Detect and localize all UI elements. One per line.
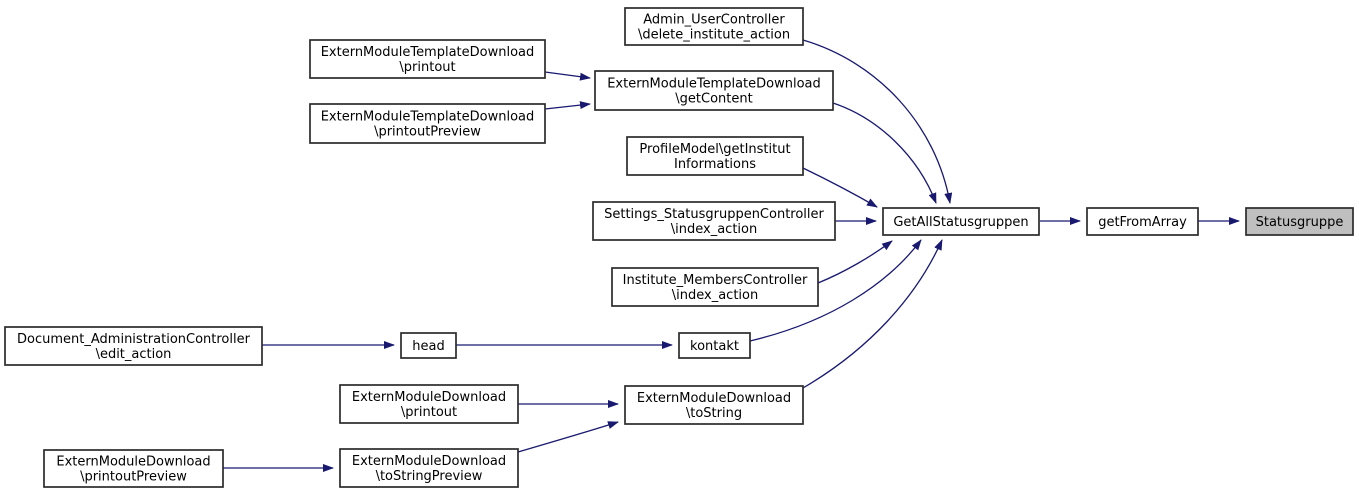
node-label-kontakt-line0: kontakt xyxy=(690,339,739,354)
node-label-extern-module-download-tostringpreview-line1: \toStringPreview xyxy=(376,469,483,484)
node-admin-user-delete-institute-action[interactable]: Admin_UserController\delete_institute_ac… xyxy=(624,7,804,46)
node-label-extern-module-template-download-printoutpreview-line0: ExternModuleTemplateDownload xyxy=(321,110,535,125)
node-label-extern-module-template-download-printout-line0: ExternModuleTemplateDownload xyxy=(321,45,535,60)
node-box-kontakt[interactable] xyxy=(678,332,751,359)
node-label-document-administration-edit-action-line1: \edit_action xyxy=(96,347,172,362)
node-box-getfromarray[interactable] xyxy=(1086,207,1199,236)
node-label-extern-module-download-tostring-line0: ExternModuleDownload xyxy=(637,391,791,406)
node-label-document-administration-edit-action-line0: Document_AdministrationController xyxy=(17,332,251,347)
edge-extern-module-download-tostring--to--getallstatusgruppen xyxy=(802,239,943,389)
node-box-institute-members-index-action[interactable] xyxy=(611,267,819,307)
edge-extern-module-template-download-getcontent--to--getallstatusgruppen xyxy=(832,102,937,204)
node-label-profilemodel-getinstitut-informations-line1: Informations xyxy=(674,157,756,172)
node-settings-statusgruppen-index-action[interactable]: Settings_StatusgruppenController\index_a… xyxy=(592,201,836,241)
node-label-head-line0: head xyxy=(412,339,444,354)
node-box-document-administration-edit-action[interactable] xyxy=(4,326,263,366)
node-label-extern-module-download-printoutpreview-line1: \printoutPreview xyxy=(80,470,187,485)
node-label-extern-module-template-download-getcontent-line0: ExternModuleTemplateDownload xyxy=(607,77,821,92)
node-label-extern-module-download-tostring-line1: \toString xyxy=(686,406,742,421)
node-box-extern-module-template-download-printoutpreview[interactable] xyxy=(309,103,546,144)
node-label-getallstatusgruppen-line0: GetAllStatusgruppen xyxy=(893,215,1028,230)
edge-extern-module-template-download-printoutpreview--to--extern-module-template-download-getcontent xyxy=(544,101,591,110)
node-extern-module-download-tostring[interactable]: ExternModuleDownload\toString xyxy=(624,385,804,425)
node-institute-members-index-action[interactable]: Institute_MembersController\index_action xyxy=(611,267,819,307)
node-label-extern-module-download-tostringpreview-line0: ExternModuleDownload xyxy=(352,454,506,469)
node-label-settings-statusgruppen-index-action-line0: Settings_StatusgruppenController xyxy=(604,207,824,222)
node-label-admin-user-delete-institute-action-line0: Admin_UserController xyxy=(643,13,785,28)
node-box-admin-user-delete-institute-action[interactable] xyxy=(624,7,804,46)
node-label-institute-members-index-action-line0: Institute_MembersController xyxy=(623,273,808,288)
node-box-extern-module-download-printoutpreview[interactable] xyxy=(43,449,224,488)
edge-kontakt--to--getallstatusgruppen xyxy=(749,239,922,342)
node-label-extern-module-download-printout-line1: \printout xyxy=(401,405,457,420)
node-label-institute-members-index-action-line1: \index_action xyxy=(672,288,758,303)
node-label-extern-module-download-printout-line0: ExternModuleDownload xyxy=(352,390,506,405)
node-getfromarray[interactable]: getFromArray xyxy=(1086,207,1199,236)
node-label-profilemodel-getinstitut-informations-line0: ProfileModel\getInstitut xyxy=(639,142,790,157)
node-kontakt[interactable]: kontakt xyxy=(678,332,751,359)
node-extern-module-template-download-printoutpreview[interactable]: ExternModuleTemplateDownload\printoutPre… xyxy=(309,103,546,144)
node-box-profilemodel-getinstitut-informations[interactable] xyxy=(626,136,804,176)
node-box-statusgruppe[interactable] xyxy=(1245,207,1354,236)
node-label-extern-module-template-download-getcontent-line1: \getContent xyxy=(675,92,752,107)
edge-profilemodel-getinstitut-informations--to--getallstatusgruppen xyxy=(802,167,878,208)
node-label-extern-module-template-download-printout-line1: \printout xyxy=(399,60,455,75)
node-box-extern-module-download-tostring[interactable] xyxy=(624,385,804,425)
node-box-getallstatusgruppen[interactable] xyxy=(882,207,1040,236)
node-extern-module-download-printout[interactable]: ExternModuleDownload\printout xyxy=(339,384,519,424)
nodes-layer: Admin_UserController\delete_institute_ac… xyxy=(4,7,1354,488)
node-box-extern-module-template-download-printout[interactable] xyxy=(309,39,546,79)
edge-admin-user-delete-institute-action--to--getallstatusgruppen xyxy=(802,39,953,204)
node-label-admin-user-delete-institute-action-line1: \delete_institute_action xyxy=(638,28,790,43)
edge-institute-members-index-action--to--getallstatusgruppen xyxy=(817,240,893,284)
node-extern-module-template-download-printout[interactable]: ExternModuleTemplateDownload\printout xyxy=(309,39,546,79)
node-box-settings-statusgruppen-index-action[interactable] xyxy=(592,201,836,241)
node-label-settings-statusgruppen-index-action-line1: \index_action xyxy=(671,222,757,237)
edges-layer xyxy=(223,39,1240,472)
edge-extern-module-download-tostringpreview--to--extern-module-download-tostring xyxy=(517,421,619,453)
node-document-administration-edit-action[interactable]: Document_AdministrationController\edit_a… xyxy=(4,326,263,366)
node-box-extern-module-download-tostringpreview[interactable] xyxy=(339,448,519,488)
node-label-statusgruppe-line0: Statusgruppe xyxy=(1256,215,1344,230)
node-extern-module-download-printoutpreview[interactable]: ExternModuleDownload\printoutPreview xyxy=(43,449,224,488)
node-statusgruppe[interactable]: Statusgruppe xyxy=(1245,207,1354,236)
node-box-extern-module-template-download-getcontent[interactable] xyxy=(594,70,834,111)
node-head[interactable]: head xyxy=(400,332,457,359)
node-box-head[interactable] xyxy=(400,332,457,359)
node-getallstatusgruppen[interactable]: GetAllStatusgruppen xyxy=(882,207,1040,236)
node-box-extern-module-download-printout[interactable] xyxy=(339,384,519,424)
edge-extern-module-template-download-printout--to--extern-module-template-download-getcontent xyxy=(544,71,591,81)
node-extern-module-template-download-getcontent[interactable]: ExternModuleTemplateDownload\getContent xyxy=(594,70,834,111)
node-label-getfromarray-line0: getFromArray xyxy=(1098,215,1187,230)
node-label-extern-module-template-download-printoutpreview-line1: \printoutPreview xyxy=(374,125,481,140)
node-label-extern-module-download-printoutpreview-line0: ExternModuleDownload xyxy=(56,455,210,470)
node-extern-module-download-tostringpreview[interactable]: ExternModuleDownload\toStringPreview xyxy=(339,448,519,488)
